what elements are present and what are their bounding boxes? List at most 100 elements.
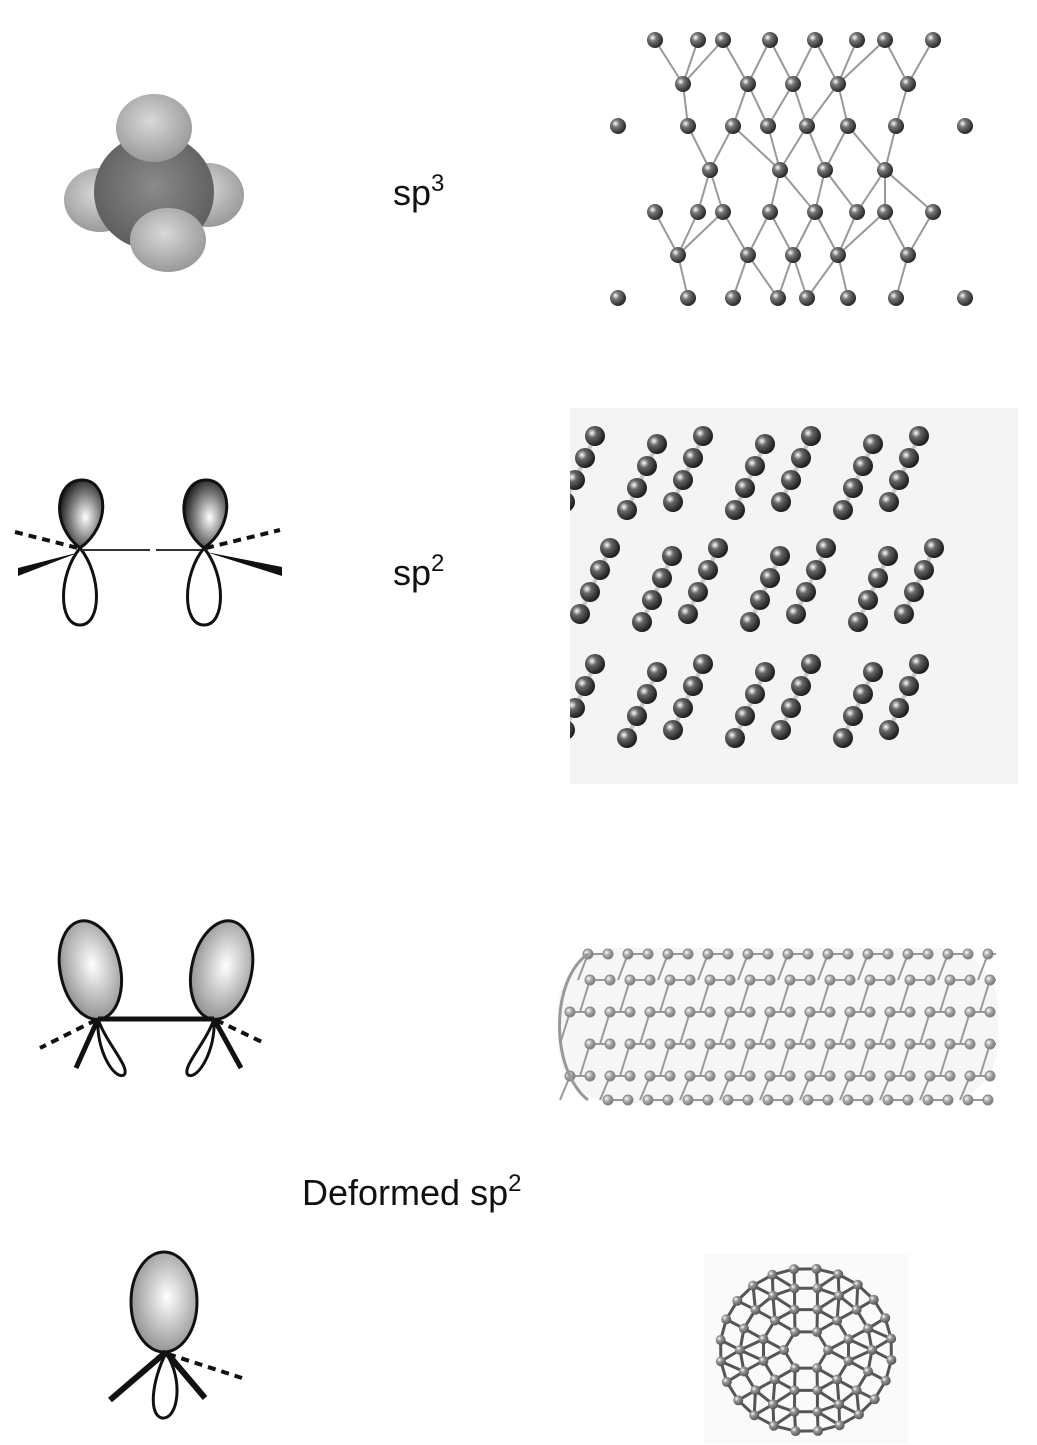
nanotube-atom [944,1038,956,1050]
nanotube-atom [662,1094,674,1106]
sp3-label-sup: 3 [431,170,445,197]
nanotube-atom [864,1006,876,1018]
nanotube-atom [984,1070,996,1082]
nanotube-atom [882,1094,894,1106]
diamond-atom [799,290,815,306]
diamond-bond [884,39,909,85]
nanotube-atom [982,948,994,960]
graphite-atom [879,720,899,740]
nanotube-bond [579,1043,591,1077]
nanotube-atom [644,1006,656,1018]
nanotube-atom [664,974,676,986]
graphite-atom [899,676,919,696]
fullerene-atom [843,1334,854,1345]
nanotube-atom [844,1038,856,1050]
graphite-atom [673,470,693,490]
graphite-atom [632,612,652,632]
graphite-atom [627,478,647,498]
fullerene-atom [769,1315,780,1326]
graphite-atom [735,478,755,498]
nanotube-atom [622,1094,634,1106]
fullerene-atom [715,1335,726,1346]
graphite-atom [848,612,868,632]
fullerene-atom [812,1326,822,1337]
diamond-atom [762,204,778,220]
diamond-atom [957,290,973,306]
graphite-atom [801,654,821,674]
diamond-bond [769,211,794,256]
diamond-bond [856,169,886,213]
nanotube-atom [904,1038,916,1050]
graphite-atom [637,456,657,476]
graphite-atom [585,654,605,674]
graphite-atom [673,698,693,718]
fullerene-atom [769,1374,780,1385]
graphite-atom [791,448,811,468]
diamond-atom [762,32,778,48]
graphite-atom [796,582,816,602]
sp2-label: sp2 [393,550,444,594]
nanotube-atom [842,1094,854,1106]
nanotube-bond [879,1011,891,1045]
graphite-atom [570,721,575,739]
fullerene-atom [863,1366,874,1377]
graphite-atom [627,706,647,726]
nanotube-atom [724,1006,736,1018]
nanotube-bond [659,1043,671,1077]
nanotube-bond [559,1011,571,1045]
nanotube-atom [584,1006,596,1018]
fullerene-atom [789,1385,800,1396]
fullerene-atom [789,1304,800,1315]
nanotube-atom [744,1070,756,1082]
diamond-atom [925,32,941,48]
fullerene-figure [704,1254,908,1444]
fullerene-atom [843,1355,854,1366]
graphite-atom [740,612,760,632]
nanotube-atom [584,974,596,986]
deformed-sp2-single-orbital-figure [100,1250,250,1430]
nanotube-atom [844,1070,856,1082]
sp3-label-base: sp [393,172,432,213]
diamond-atom [807,204,823,220]
graphite-atom [683,676,703,696]
nanotube-atom [782,1094,794,1106]
fullerene-atom [812,1425,823,1436]
nanotube-atom [804,1070,816,1082]
fullerene-atom [823,1345,833,1355]
nanotube-atom [942,948,954,960]
graphite-atom [863,662,883,682]
graphite-atom [617,728,637,748]
diamond-bond [884,211,909,256]
graphite-atom [725,500,745,520]
graphite-atom [914,560,934,580]
fullerene-atom [790,1426,801,1437]
nanotube-atom [584,1038,596,1050]
graphite-atom [600,538,620,558]
fullerene-atom [832,1374,843,1385]
nanotube-bond [979,979,991,1013]
nanotube-bond [619,1043,631,1077]
fullerene-atom [852,1279,863,1290]
graphite-atom [570,470,585,490]
nanotube-atom [822,1094,834,1106]
graphite-atom [642,590,662,610]
fullerene-atom [789,1406,800,1417]
graphite-atom [781,470,801,490]
fullerene-atom [758,1355,769,1366]
nanotube-atom [884,1070,896,1082]
nanotube-bond [699,979,711,1013]
nanotube-bond [939,979,951,1013]
fullerene-atom [880,1375,891,1386]
graphite-atom [575,448,595,468]
graphite-atom [843,706,863,726]
diamond-bond [654,39,684,85]
diamond-atom [785,76,801,92]
diamond-atom [888,118,904,134]
graphite-layers-figure [570,408,1018,784]
nanotube-bond [579,979,591,1013]
diamond-bond [769,39,794,85]
fullerene-atom [758,1334,769,1345]
nanotube-atom [624,1006,636,1018]
graphite-atom [760,568,780,588]
carbon-nanotube-figure [548,940,998,1110]
